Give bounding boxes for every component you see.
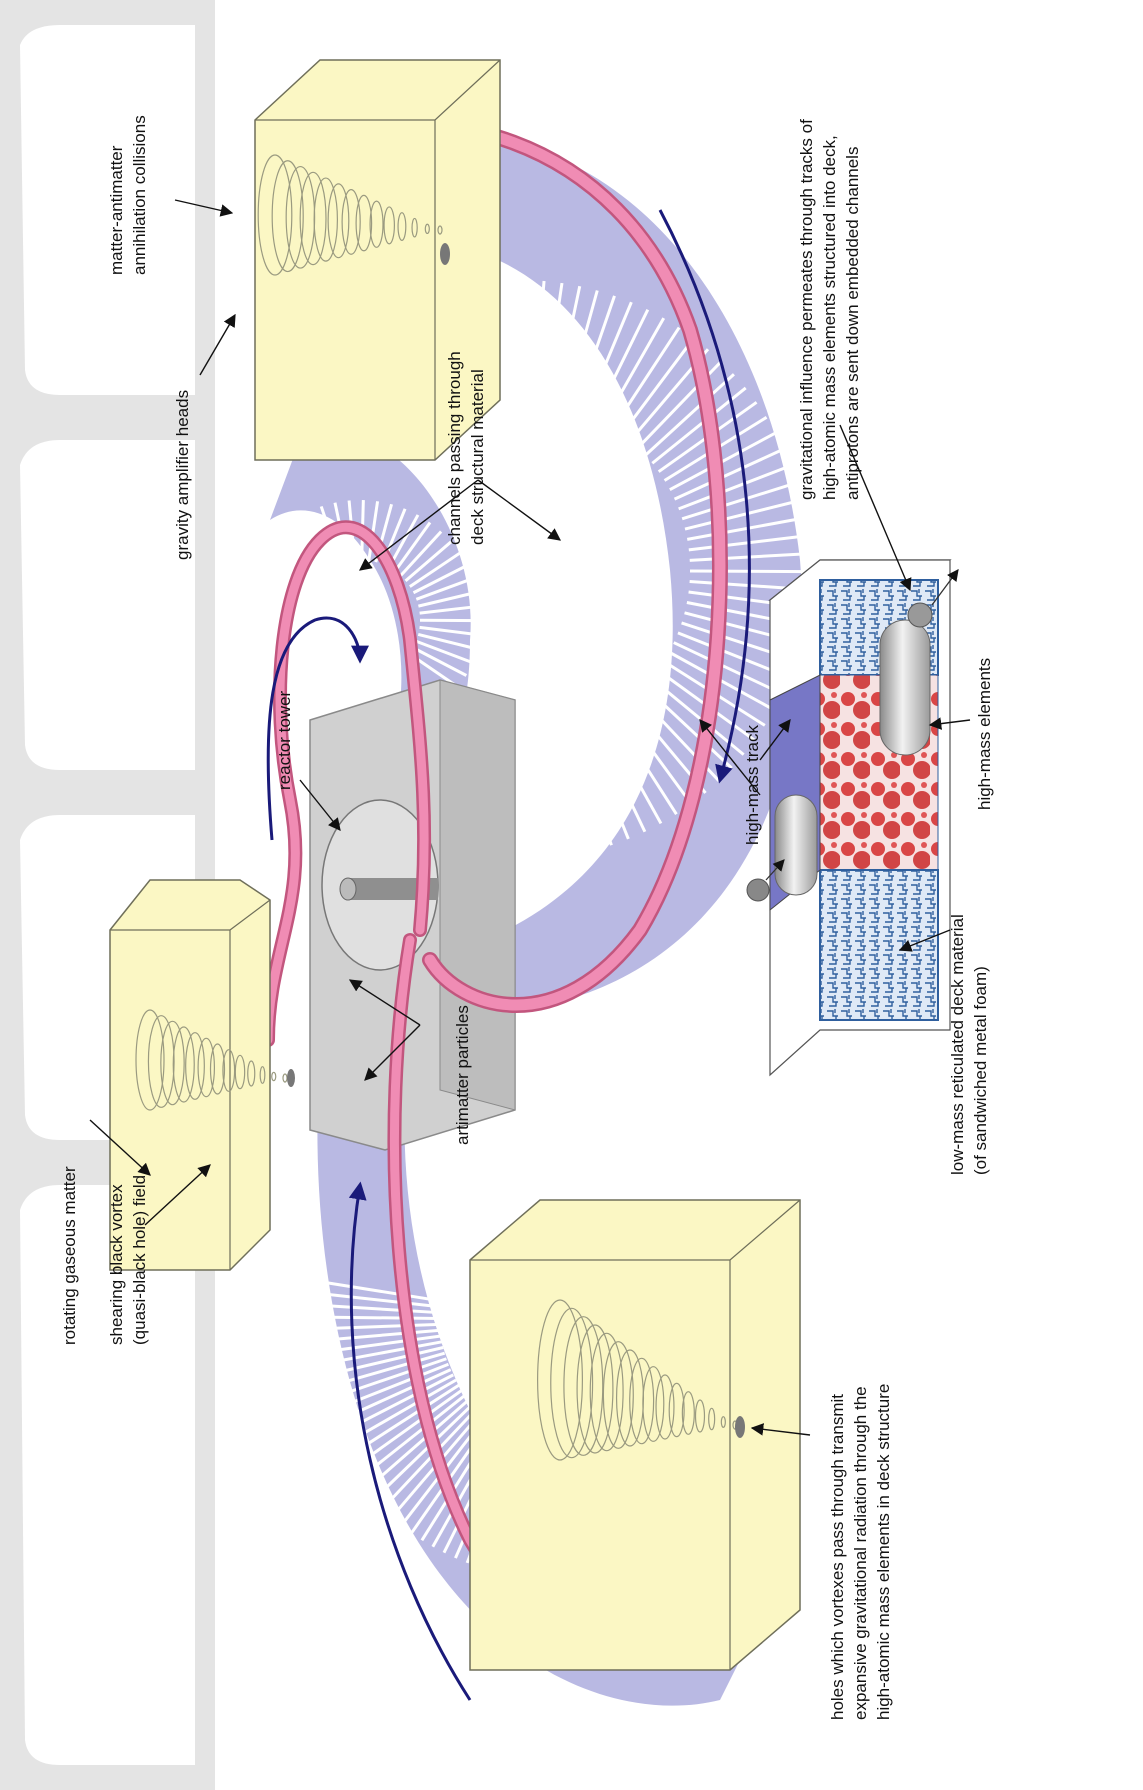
label-annihilation-2: annihilation collisions bbox=[130, 115, 149, 275]
label-low-mass-1: low-mass reticulated deck material bbox=[948, 914, 967, 1175]
amplifier-head-bottom bbox=[470, 1200, 800, 1670]
deck-stripe bbox=[524, 280, 526, 400]
track-inset bbox=[747, 560, 958, 1075]
reactor-tower bbox=[310, 680, 515, 1150]
label-shearing-vortex-1: shearing black vortex bbox=[107, 1184, 126, 1345]
label-low-mass-2: (of sandwiched metal foam) bbox=[971, 966, 990, 1175]
label-gravitational-2: high-atomic mass elements structured int… bbox=[820, 135, 839, 500]
label-reactor-tower: reactor tower bbox=[275, 690, 294, 790]
label-channels-1: channels passing through bbox=[445, 351, 464, 545]
label-channels-2: deck structural material bbox=[468, 369, 487, 545]
label-gravity-amplifier-heads: gravity amplifier heads bbox=[173, 390, 192, 560]
vortex-ring bbox=[272, 1072, 276, 1080]
label-gravitational-3: antiprotons are sent down embedded chann… bbox=[843, 147, 862, 500]
label-annihilation-1: matter-antimatter bbox=[107, 145, 126, 275]
label-gravitational-1: gravitational influence permeates throug… bbox=[797, 119, 816, 500]
label-holes-3: high-atomic mass elements in deck struct… bbox=[874, 1384, 893, 1720]
foam-section-bottom bbox=[820, 870, 938, 1020]
label-rotating-gaseous-matter: rotating gaseous matter bbox=[60, 1166, 79, 1345]
label-shearing-vortex-2: (quasi-black hole) field bbox=[130, 1175, 149, 1345]
label-high-mass-track: high-mass track bbox=[743, 725, 762, 845]
label-holes-2: expansive gravitational radiation throug… bbox=[851, 1386, 870, 1720]
vortex-ring bbox=[283, 1074, 287, 1082]
deck-stripe bbox=[300, 1317, 440, 1319]
label-holes-1: holes which vortexes pass through transm… bbox=[828, 1394, 847, 1720]
deck-stripe bbox=[534, 281, 544, 401]
label-high-mass-elements: high-mass elements bbox=[975, 658, 994, 810]
label-artimatter-particles: artimatter particles bbox=[453, 1005, 472, 1145]
